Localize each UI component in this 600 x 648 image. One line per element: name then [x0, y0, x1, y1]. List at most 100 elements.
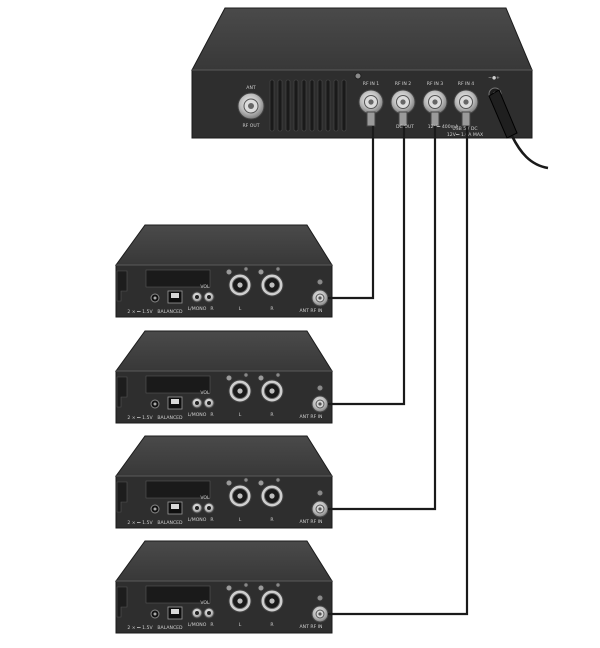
- mounting-bracket: [116, 481, 128, 513]
- receiver-label: BALANCED: [157, 309, 183, 315]
- xlr-combo-jack-icon: [257, 266, 284, 297]
- receiver-label: R: [270, 622, 274, 628]
- rf-in-label: RF IN 3: [427, 81, 444, 87]
- bnc-connector-icon: [311, 489, 329, 518]
- receiver-label: ANT RF IN: [300, 519, 323, 525]
- power-plug: [488, 89, 549, 170]
- vent-slot: [277, 79, 283, 132]
- receiver-label: R: [270, 412, 274, 418]
- headphone-jack-icon: [191, 502, 203, 514]
- rf-cable: [328, 126, 437, 511]
- vent-slot: [309, 79, 315, 132]
- receiver-front-panel: [115, 264, 333, 318]
- receiver-label: R: [270, 517, 274, 523]
- rj45-port-icon: [167, 290, 183, 304]
- receiver-label: 2 × ⎓ 1.5V: [127, 415, 153, 421]
- receiver-label: R: [270, 306, 274, 312]
- rf-in-4: RF IN 4: [453, 81, 479, 127]
- vent-slot: [333, 79, 339, 132]
- rf-cables: [328, 126, 469, 616]
- vent-slot: [325, 79, 331, 132]
- ventilation-grille: [269, 79, 347, 132]
- receiver-label: 2 × ⎓ 1.5V: [127, 520, 153, 526]
- mounting-bracket: [116, 586, 128, 618]
- display-window: [145, 480, 211, 499]
- mounting-bracket: [116, 376, 128, 408]
- vent-slot: [317, 79, 323, 132]
- receiver-label: R: [210, 622, 214, 628]
- receiver-label: L/MONO: [188, 622, 207, 628]
- receiver-label: ANT RF IN: [300, 308, 323, 314]
- receiver-label: VOL: [200, 495, 210, 501]
- receiver-top-panel: [115, 224, 333, 266]
- mounting-bracket: [116, 270, 128, 302]
- receiver-label: L/MONO: [188, 412, 207, 418]
- power-spec: 12V⎓ 1.6A MAX: [447, 132, 483, 138]
- receiver-label: VOL: [200, 284, 210, 290]
- headphone-jack-icon: [203, 607, 215, 619]
- receiver-label: L/MONO: [188, 517, 207, 523]
- rf-cable: [328, 126, 375, 300]
- xlr-combo-jack-icon: [257, 582, 284, 613]
- dc-power-jack-icon: [150, 399, 160, 409]
- headphone-jack-icon: [191, 607, 203, 619]
- dc-out-spec: 12V⎓ 400mA: [428, 124, 459, 130]
- receiver-label: VOL: [200, 390, 210, 396]
- vent-slot: [293, 79, 299, 132]
- receiver-label: L: [239, 622, 242, 628]
- receiver-top-panel: [115, 330, 333, 372]
- vent-slot: [269, 79, 275, 132]
- rf-cable: [328, 126, 469, 616]
- power-label: USB 5V DC: [452, 126, 477, 132]
- receiver-label: BALANCED: [157, 520, 183, 526]
- rj45-port-icon: [167, 501, 183, 515]
- headphone-jack-icon: [191, 291, 203, 303]
- receiver-label: L/MONO: [188, 306, 207, 312]
- dc-power-jack-icon: [150, 609, 160, 619]
- dc-power-jack-icon: [150, 293, 160, 303]
- headphone-jack-icon: [203, 291, 215, 303]
- vent-slot: [285, 79, 291, 132]
- receiver-label: BALANCED: [157, 415, 183, 421]
- bnc-connector-icon: [358, 89, 384, 127]
- xlr-combo-jack-icon: [225, 477, 252, 508]
- receiver-top-panel: [115, 435, 333, 477]
- rf-in-1: RF IN 1: [358, 81, 384, 127]
- splitter-top-panel: [191, 7, 533, 71]
- rj45-port-icon: [167, 606, 183, 620]
- bnc-connector-icon: [237, 92, 265, 120]
- receiver-label: BALANCED: [157, 625, 183, 631]
- receiver-label: 2 × ⎓ 1.5V: [127, 625, 153, 631]
- bnc-connector-icon: [311, 594, 329, 623]
- ant-label: ANT: [246, 85, 256, 91]
- screw-icon: [354, 72, 362, 80]
- receiver-top-panel: [115, 540, 333, 582]
- bnc-connector-icon: [390, 89, 416, 127]
- vent-slot: [341, 79, 347, 132]
- receiver-label: ANT RF IN: [300, 414, 323, 420]
- receiver-label: L: [239, 412, 242, 418]
- receiver-label: ANT RF IN: [300, 624, 323, 630]
- receiver-label: R: [210, 517, 214, 523]
- receiver-label: L: [239, 517, 242, 523]
- rf-in-label: RF IN 4: [458, 81, 475, 87]
- display-window: [145, 375, 211, 394]
- power-polarity-glyph: −●+: [488, 75, 500, 81]
- receiver-label: L: [239, 306, 242, 312]
- headphone-jack-icon: [191, 397, 203, 409]
- rf-in-label: RF IN 2: [395, 81, 412, 87]
- receiver-label: VOL: [200, 600, 210, 606]
- xlr-combo-jack-icon: [257, 372, 284, 403]
- rf-out-label: RF OUT: [242, 123, 259, 129]
- xlr-combo-jack-icon: [225, 266, 252, 297]
- headphone-jack-icon: [203, 502, 215, 514]
- receiver-label: R: [210, 412, 214, 418]
- receiver-label: R: [210, 306, 214, 312]
- display-window: [145, 269, 211, 288]
- xlr-combo-jack-icon: [225, 582, 252, 613]
